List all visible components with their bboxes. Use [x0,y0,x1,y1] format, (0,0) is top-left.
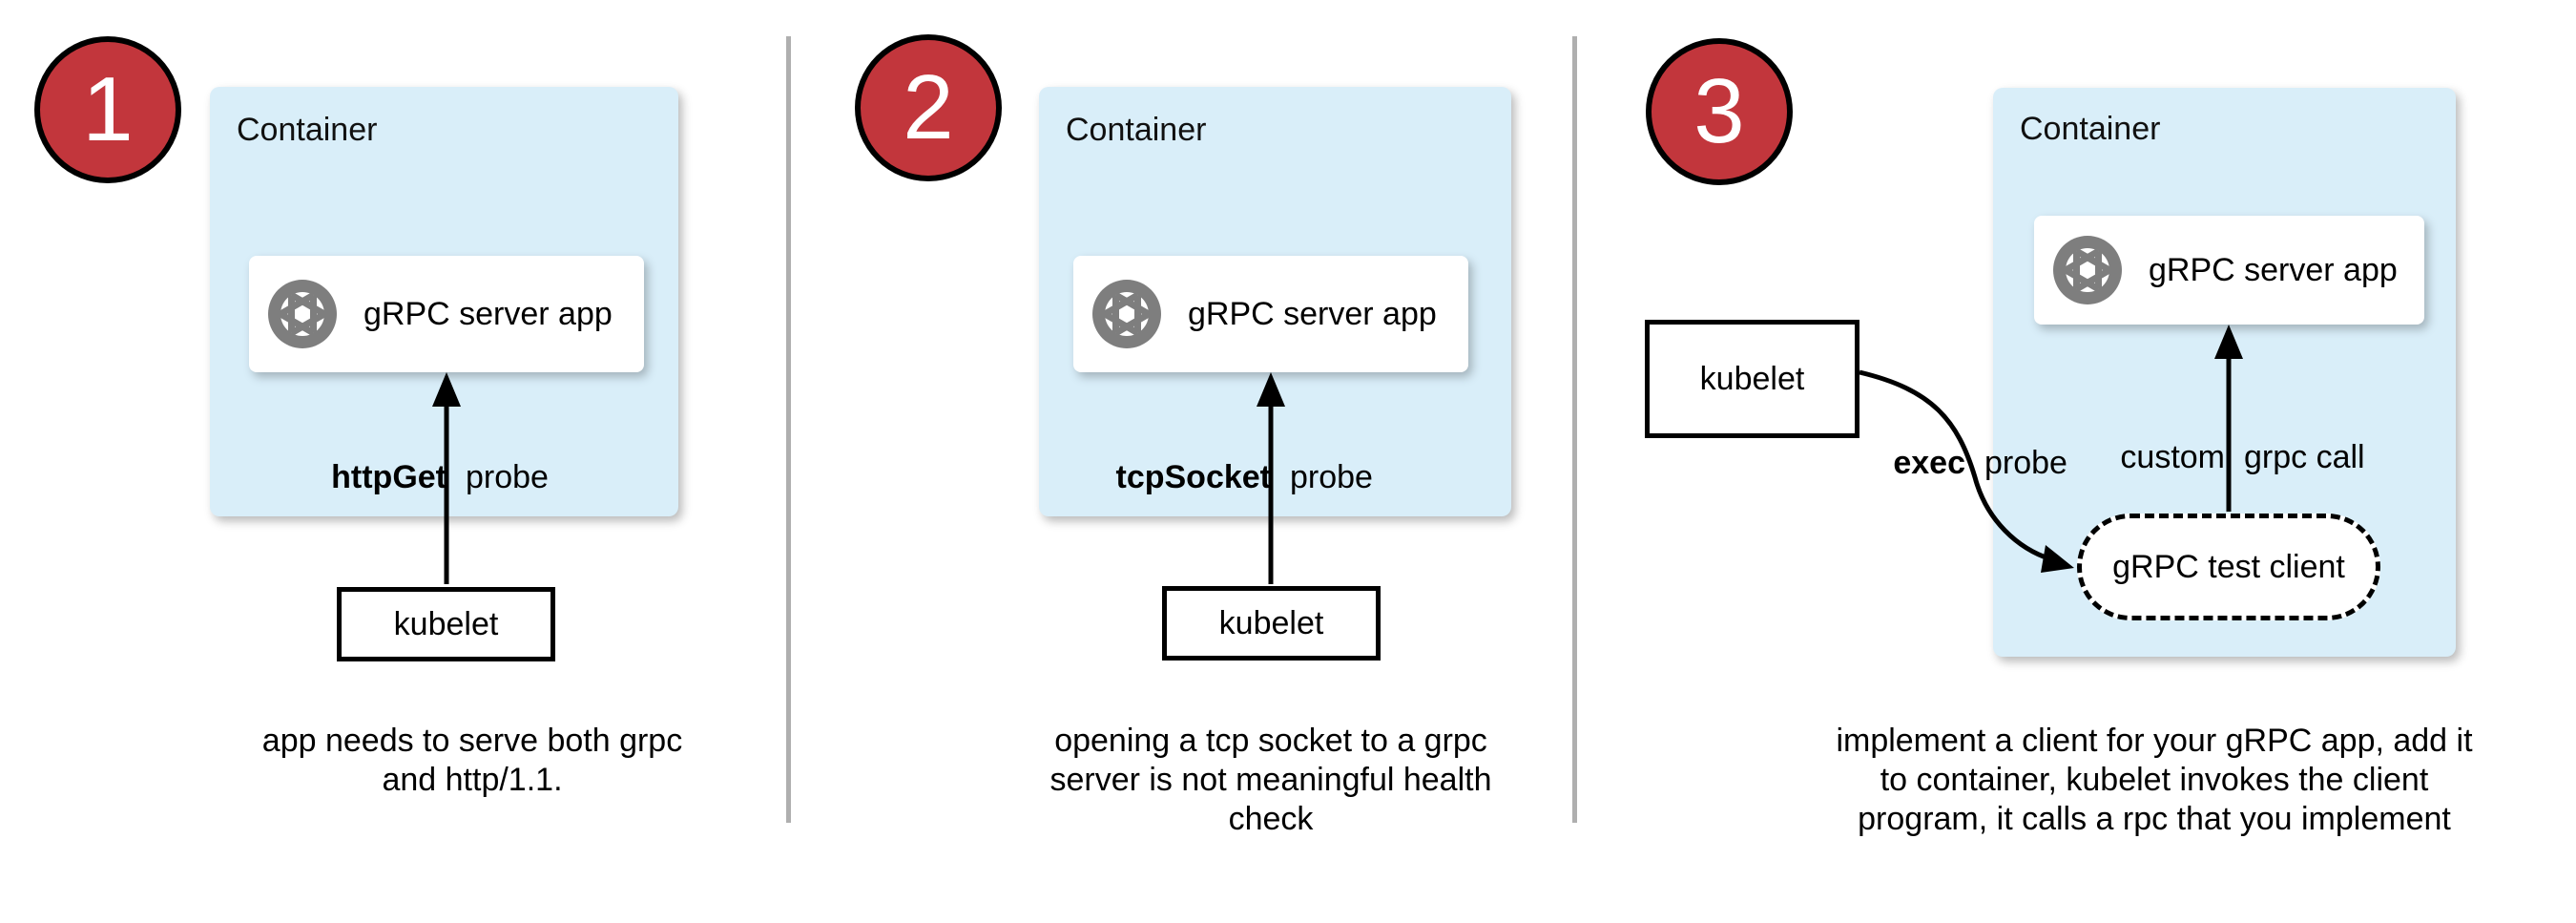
probe-word: probe [466,459,549,495]
custom-grpc-call-left: custom [2120,439,2225,475]
panel-divider-1 [786,36,791,823]
probe-label-1: httpGet probe [237,459,675,496]
probe-type: httpGet [331,459,447,495]
aperture-icon [268,280,337,348]
arrow-kubelet-to-app-1 [432,372,461,584]
arrow-kubelet-to-testclient [1859,369,2074,573]
arrow-testclient-to-app [2214,325,2243,512]
arrow-kubelet-to-app-2 [1257,372,1285,584]
kubelet-label: kubelet [393,605,499,642]
container-label-3: Container [2020,111,2161,147]
grpc-server-app-box-3: gRPC server app [2034,216,2424,325]
step-badge-1: 1 [34,36,181,183]
probe-word: probe [1290,459,1373,495]
aperture-icon [2053,236,2122,304]
caption-2: opening a tcp socket to a grpc server is… [1049,723,1492,837]
kubelet-box-1: kubelet [337,587,555,661]
step-badge-3: 3 [1646,38,1793,185]
probe-type: tcpSocket [1115,459,1272,495]
custom-grpc-call-right: grpc call [2244,439,2365,475]
custom-grpc-call-label: custom grpc call [2015,439,2454,476]
probe-type: exec [1893,445,1965,481]
grpc-server-app-box-1: gRPC server app [249,256,644,372]
kubelet-box-3: kubelet [1645,320,1859,438]
grpc-test-client-label: gRPC test client [2112,548,2345,585]
step-number: 3 [1693,60,1745,162]
kubelet-box-2: kubelet [1162,586,1381,661]
grpc-server-app-label: gRPC server app [1188,295,1437,332]
grpc-test-client-box: gRPC test client [2077,514,2380,620]
grpc-server-app-label: gRPC server app [364,295,613,332]
step-badge-2: 2 [855,34,1002,181]
container-label-1: Container [237,112,378,148]
probe-label-3: exec probe [1755,445,2194,482]
panel-divider-2 [1572,36,1577,823]
probe-label-2: tcpSocket probe [1061,459,1500,496]
kubelet-label: kubelet [1699,360,1805,397]
probe-word: probe [1984,445,2067,481]
step-number: 1 [82,58,134,160]
kubelet-label: kubelet [1218,604,1324,641]
aperture-icon [1092,280,1161,348]
container-label-2: Container [1066,112,1207,148]
grpc-server-app-box-2: gRPC server app [1073,256,1468,372]
grpc-server-app-label: gRPC server app [2149,251,2398,288]
caption-1: app needs to serve both grpc and http/1.… [261,723,683,798]
caption-3: implement a client for your gRPC app, ad… [1836,723,2473,837]
step-number: 2 [903,56,954,158]
